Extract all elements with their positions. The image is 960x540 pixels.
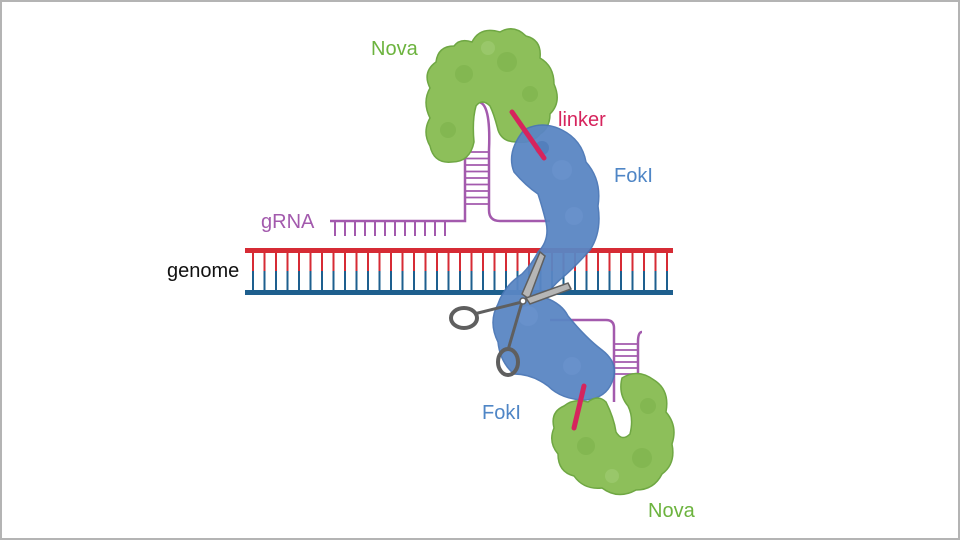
- grna-bottom: [550, 318, 643, 402]
- dna-base-pairs: [252, 252, 668, 291]
- nova-top-texture: [522, 86, 538, 102]
- scissors-blade: [524, 282, 573, 305]
- grna-top: [330, 100, 550, 236]
- nova-top-label: Nova: [371, 38, 418, 60]
- fokl-protein: [492, 124, 616, 401]
- linker-label: linker: [558, 109, 606, 131]
- grna-label: gRNA: [261, 211, 315, 233]
- scissors-handle-arm: [506, 301, 524, 351]
- nova-top-texture: [455, 65, 473, 83]
- scissors-handle-arm: [473, 300, 523, 316]
- nova-bottom-label: Nova: [648, 500, 695, 522]
- linker-top: [509, 109, 547, 161]
- fokl-texture: [518, 306, 538, 326]
- scissors-ring: [496, 347, 520, 377]
- scissors-icon: [449, 250, 573, 377]
- scissors-ring: [449, 306, 479, 330]
- grna-bottom-stem-rungs: [614, 343, 638, 375]
- dna-bottom-strand: [245, 290, 673, 295]
- fokl-top-label: FokI: [614, 165, 653, 187]
- fokl-body: [492, 124, 616, 401]
- genome-dna: [245, 248, 673, 295]
- nova-bottom-texture: [577, 437, 595, 455]
- fokl-texture: [552, 160, 572, 180]
- nova-bottom-texture: [605, 469, 619, 483]
- fokl-texture: [565, 207, 583, 225]
- linker-bottom: [571, 383, 587, 431]
- fokl-texture: [563, 357, 581, 375]
- nova-bottom-texture: [632, 448, 652, 468]
- nova-top-texture: [497, 52, 517, 72]
- grna-top-stem-rungs: [465, 151, 489, 205]
- nova-bottom-texture: [640, 398, 656, 414]
- dna-top-strand: [245, 248, 673, 253]
- genome-label: genome: [167, 260, 240, 282]
- grna-top-teeth: [334, 221, 446, 236]
- nova-top-texture: [481, 41, 495, 55]
- fokl-bottom-label: FokI: [482, 402, 521, 424]
- nova-top-texture: [440, 122, 456, 138]
- scissors-pivot: [519, 297, 527, 305]
